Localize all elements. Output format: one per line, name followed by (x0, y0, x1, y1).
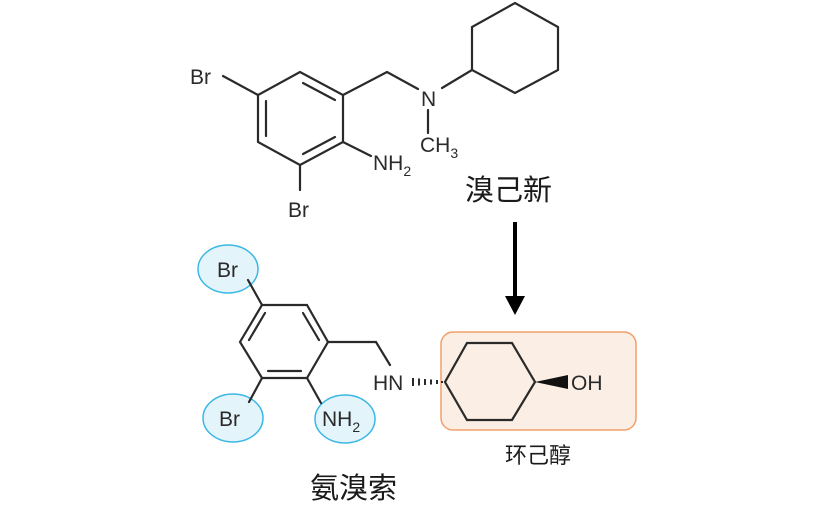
bond-br-bottom (247, 376, 264, 404)
atom-oh: OH (571, 372, 603, 395)
hashed-bond (412, 378, 443, 386)
double-bond-inner (247, 311, 267, 342)
cyclohexane-ring (470, 1, 560, 95)
atom-br-top: Br (217, 259, 238, 282)
wedge-bond (535, 375, 568, 389)
double-bond-inner (301, 81, 337, 102)
highlight-br-top (197, 244, 259, 294)
highlight-br-bottom (202, 393, 264, 443)
atom-nh2: NH2 (322, 408, 360, 435)
reaction-arrow (505, 222, 525, 315)
atom-ch3: CH3 (420, 134, 458, 161)
ambroxol-structure: Br Br NH2 HN OH (197, 244, 637, 444)
double-bond-inner (301, 311, 321, 342)
bromhexine-structure: Br Br NH2 N CH3 (190, 1, 560, 222)
highlight-nh2 (314, 394, 376, 444)
atom-nh2: NH2 (373, 152, 411, 179)
cyclohexanol-highlight-box (440, 331, 637, 431)
atom-br-top: Br (190, 66, 211, 89)
bromhexine-label: 溴己新 (465, 173, 552, 207)
bond-nh2 (341, 140, 373, 158)
ambroxol-label: 氨溴索 (310, 471, 397, 505)
cyclohexanol-label: 环己醇 (505, 444, 571, 469)
bond-nh2 (305, 376, 323, 405)
bond-ch2 (326, 340, 392, 367)
atom-br-bottom: Br (219, 408, 240, 431)
atom-n: N (421, 88, 436, 111)
atom-br-bottom: Br (288, 199, 309, 222)
benzene-ring (256, 70, 345, 167)
double-bond-inner (301, 135, 337, 156)
benzene-ring (238, 303, 330, 380)
bond-br-top (221, 74, 260, 97)
atom-hn: HN (373, 372, 403, 395)
bond-br-top (246, 278, 264, 307)
bond-ch2 (341, 70, 420, 97)
bond-n-cyclohexyl (440, 68, 474, 90)
